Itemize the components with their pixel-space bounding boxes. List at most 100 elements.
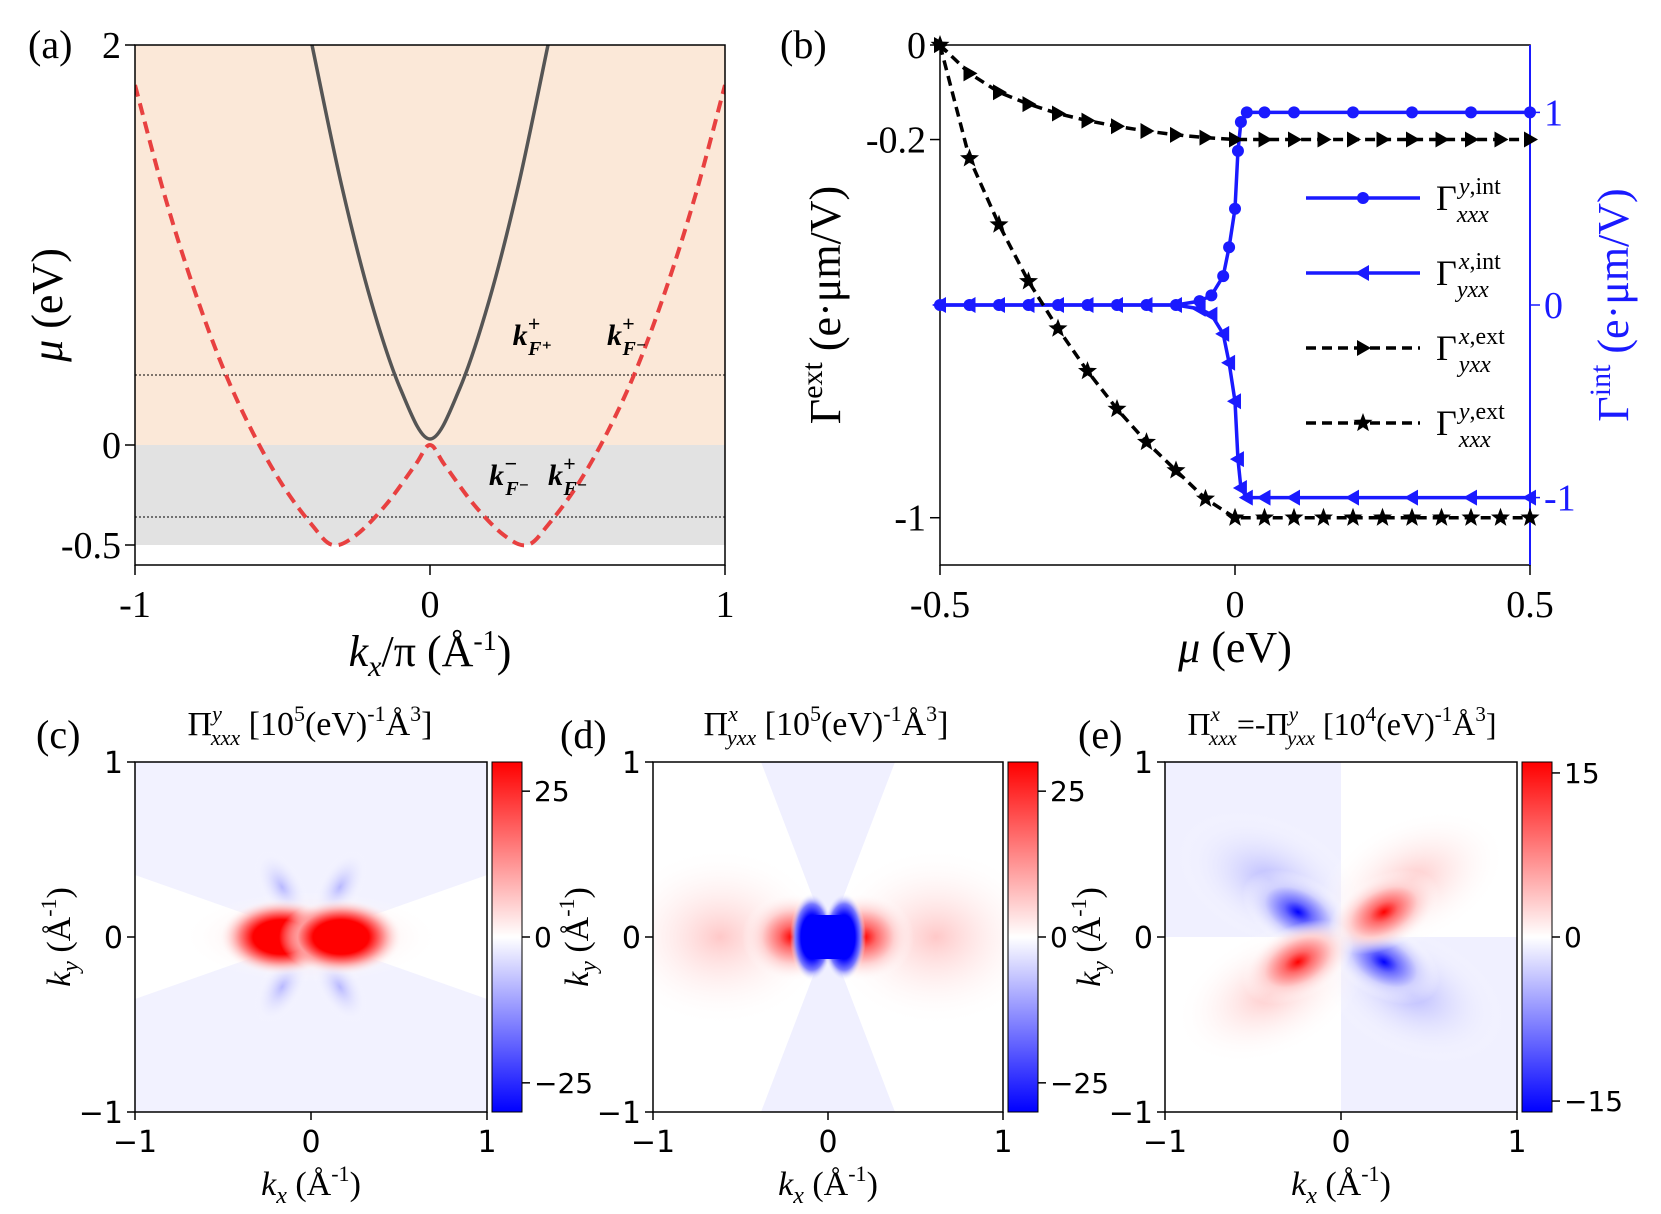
- panel-e-label: (e): [1078, 712, 1122, 757]
- c-ylabel: ky (Å-1): [36, 887, 84, 987]
- b-xtick-label: -0.5: [910, 584, 970, 626]
- d-cbtick-label: −25: [1050, 1067, 1109, 1100]
- e-xtick-label: −1: [1143, 1125, 1187, 1160]
- b-marker-star: [1461, 507, 1481, 526]
- c-xtick-label: 0: [301, 1125, 320, 1160]
- b-marker-circle: [1240, 106, 1253, 119]
- b-marker-triangle-right: [1288, 131, 1302, 148]
- c-xtick-label: 1: [477, 1125, 496, 1160]
- b-marker-triangle-left: [1256, 489, 1271, 506]
- e-xtick-label: 0: [1331, 1125, 1350, 1160]
- b-marker-triangle-right: [993, 84, 1007, 101]
- a-ytick-label: -0.5: [61, 525, 121, 567]
- b-marker-star: [1107, 399, 1127, 418]
- d-xtick-label: 0: [818, 1125, 837, 1160]
- b-marker-triangle-right: [1406, 131, 1420, 148]
- c-cbtick-label: 0: [534, 921, 552, 954]
- e-colorbar: [1521, 761, 1553, 1113]
- b-marker-star: [1136, 432, 1157, 451]
- a-xtick-label: 1: [716, 584, 735, 626]
- a-fermi-wavevector-label: k+F⁻: [548, 451, 587, 500]
- b-left-tick-label: 0: [907, 25, 926, 67]
- b-marker-star: [1166, 460, 1186, 479]
- panel-b-label: (b): [780, 22, 827, 67]
- b-right-tick-label: 1: [1544, 92, 1563, 134]
- panel-a-label: (a): [28, 22, 72, 67]
- d-heatmap: [653, 762, 1003, 1112]
- b-marker-star: [930, 35, 950, 54]
- a-xtick-label: 0: [421, 584, 440, 626]
- b-marker-star: [1254, 507, 1275, 526]
- b-marker-triangle-right: [1111, 118, 1125, 135]
- b-marker-triangle-left: [1203, 306, 1218, 323]
- b-marker-star: [1048, 318, 1068, 337]
- b-marker-star: [1431, 507, 1452, 526]
- c-ytick-label: 0: [104, 921, 123, 956]
- b-series-line-3: [938, 44, 1530, 520]
- panel-c-label: (c): [36, 712, 80, 757]
- e-cbtick-label: 15: [1564, 757, 1600, 790]
- b-marker-triangle-left: [1345, 489, 1359, 506]
- b-marker-triangle-right: [1052, 105, 1066, 122]
- b-left-tick-label: -0.2: [866, 120, 926, 162]
- b-marker-triangle-left: [1404, 489, 1418, 506]
- e-xlabel: kx (Å-1): [1291, 1161, 1391, 1209]
- b-marker-triangle-right: [1229, 131, 1243, 148]
- b-marker-triangle-right: [1357, 340, 1371, 356]
- b-marker-star: [1018, 271, 1039, 290]
- c-cbtick-label: −25: [534, 1067, 593, 1100]
- a-fermi-wavevector-label: k+F⁻: [607, 311, 646, 360]
- a-ytick-label: 0: [102, 425, 121, 467]
- b-marker-triangle-left: [1286, 489, 1300, 506]
- d-ytick-label: 0: [622, 921, 641, 956]
- b-marker-triangle-right: [963, 65, 978, 82]
- b-marker-star: [1402, 507, 1422, 526]
- b-series-group: [930, 35, 1540, 526]
- b-marker-triangle-right: [1435, 131, 1450, 148]
- b-marker-star: [1313, 507, 1334, 526]
- c-colorbar-ticks: 250−25: [522, 775, 593, 1100]
- a-y-ticks: -0.502: [61, 25, 135, 567]
- a-xlabel: kx/π (Å-1): [349, 626, 512, 683]
- e-xtick-label: 1: [1507, 1125, 1526, 1160]
- c-xlabel: kx (Å-1): [261, 1161, 361, 1209]
- d-colorbar-ticks: 250−25: [1038, 775, 1109, 1100]
- b-marker-triangle-right: [1317, 131, 1332, 148]
- b-marker-triangle-right: [1347, 131, 1361, 148]
- b-marker-triangle-right: [1465, 131, 1479, 148]
- b-marker-star: [1372, 507, 1393, 526]
- b-left-tick-label: -1: [894, 498, 926, 540]
- b-marker-triangle-right: [1524, 131, 1538, 148]
- b-marker-star: [1077, 361, 1098, 380]
- b-marker-star: [989, 214, 1009, 233]
- b-marker-circle: [1347, 106, 1359, 119]
- a-fermi-wavevector-label: k+F⁺: [513, 311, 552, 360]
- a-band-dashed: [135, 84, 725, 548]
- e-colorbar-ticks: 150−15: [1552, 757, 1623, 1118]
- b-marker-triangle-right: [1081, 112, 1096, 129]
- b-marker-circle: [1229, 202, 1241, 215]
- b-marker-star: [1490, 507, 1511, 526]
- b-right-tick-label: 0: [1544, 285, 1563, 327]
- c-ytick-label: −1: [79, 1096, 123, 1131]
- a-fermi-wavevector-label: k−F⁻: [489, 451, 529, 500]
- b-marker-triangle-left: [1050, 297, 1064, 313]
- d-cbtick-label: 0: [1050, 921, 1068, 954]
- b-marker-triangle-left: [1020, 297, 1035, 313]
- d-ytick-label: 1: [622, 746, 641, 781]
- a-xtick-label: -1: [119, 584, 151, 626]
- b-marker-triangle-right: [1376, 131, 1391, 148]
- b-marker-circle: [1406, 106, 1418, 119]
- b-marker-triangle-left: [1191, 300, 1206, 317]
- b-marker-triangle-right: [1494, 131, 1509, 148]
- b-marker-star: [1353, 413, 1373, 432]
